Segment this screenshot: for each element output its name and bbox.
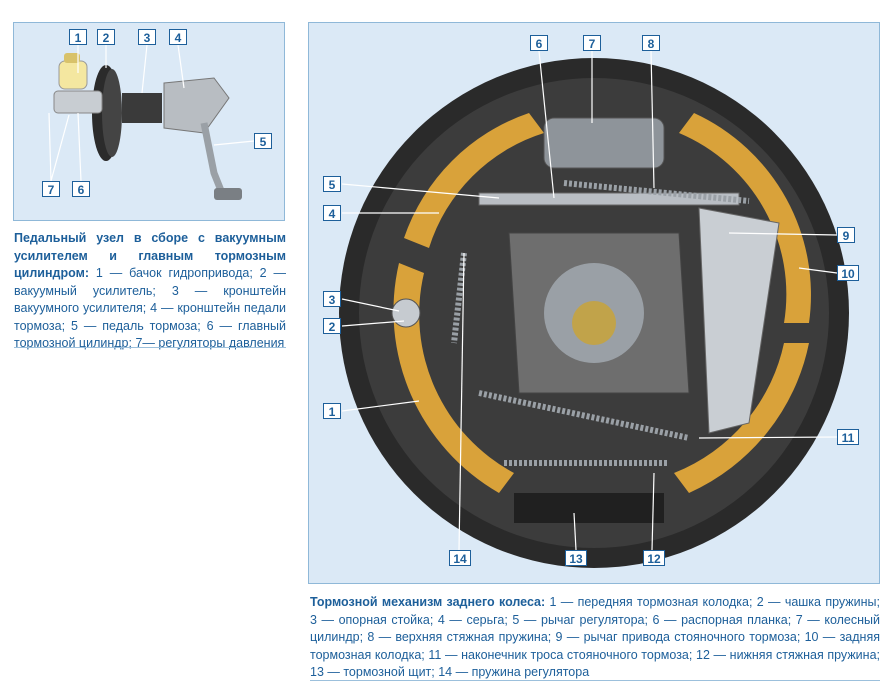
callout-6: 6 bbox=[72, 181, 90, 197]
callout-12: 12 bbox=[643, 550, 665, 566]
callout-7: 7 bbox=[42, 181, 60, 197]
callout-9: 9 bbox=[837, 227, 855, 243]
callout-6: 6 bbox=[530, 35, 548, 51]
rear-brake-caption: Тормозной механизм заднего колеса: 1 — п… bbox=[310, 594, 880, 682]
right-caption-rule bbox=[310, 680, 880, 681]
pedal-caption-title: Педальный узел в сборе с вакуумным усили… bbox=[14, 231, 286, 280]
brake-caption-text: 1 — передняя тормозная колодка; 2 — чашк… bbox=[310, 595, 880, 679]
pedal-leader-lines bbox=[48, 44, 255, 182]
callout-5: 5 bbox=[254, 133, 272, 149]
callout-8: 8 bbox=[642, 35, 660, 51]
callout-13: 13 bbox=[565, 550, 587, 566]
pedal-assembly-caption: Педальный узел в сборе с вакуумным усили… bbox=[14, 230, 286, 353]
left-caption-rule bbox=[14, 347, 286, 348]
brake-leader-lines bbox=[341, 50, 838, 551]
rear-brake-figure: 1 2 3 4 5 6 7 8 9 10 11 12 13 14 bbox=[308, 22, 880, 584]
pedal-assembly-figure: 1 2 3 4 5 6 7 bbox=[13, 22, 285, 221]
callout-1: 1 bbox=[69, 29, 87, 45]
callout-2: 2 bbox=[323, 318, 341, 334]
callout-11: 11 bbox=[837, 429, 859, 445]
callout-5: 5 bbox=[323, 176, 341, 192]
callout-7: 7 bbox=[583, 35, 601, 51]
rear-brake-illustration bbox=[309, 23, 879, 583]
callout-4: 4 bbox=[323, 205, 341, 221]
brake-caption-title: Тормозной механизм заднего колеса: bbox=[310, 595, 546, 609]
callout-3: 3 bbox=[138, 29, 156, 45]
pedal-caption-text: 1 — бачок гидропривода; 2 — вакуумный ус… bbox=[14, 266, 286, 350]
callout-4: 4 bbox=[169, 29, 187, 45]
callout-2: 2 bbox=[97, 29, 115, 45]
callout-3: 3 bbox=[323, 291, 341, 307]
callout-1: 1 bbox=[323, 403, 341, 419]
callout-10: 10 bbox=[837, 265, 859, 281]
callout-14: 14 bbox=[449, 550, 471, 566]
